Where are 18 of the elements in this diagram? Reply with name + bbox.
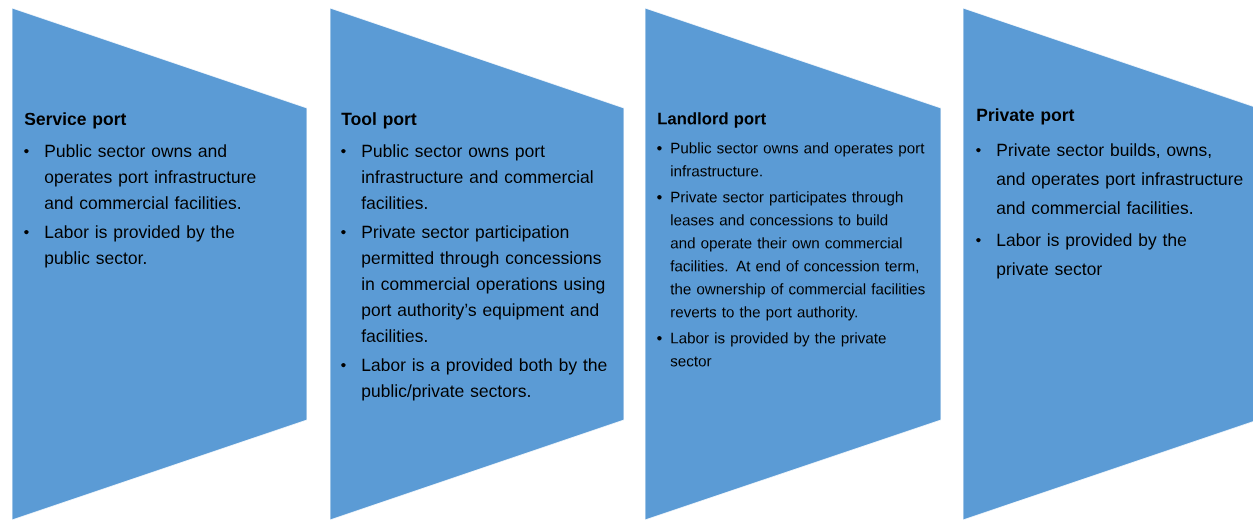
bullet-item: Labor is provided by the public sector. [24, 225, 235, 268]
heading: Private port [977, 108, 1075, 125]
bullet-item: Labor is a provided both by the public/private sectors. [341, 358, 607, 401]
heading: Service port [24, 112, 127, 129]
trapezoid-panel [329, 7, 625, 520]
heading: Tool port [341, 112, 417, 129]
trapezoid-panel [962, 7, 1253, 520]
bullet-item: Public sector owns and operates port infrastructure and commercial facilities. [24, 144, 256, 210]
heading: Landlord port [658, 112, 766, 128]
bullet-item: Private sector participates through leases and concessions to build and operate their own commercial facilities. At end of concession term, the ownership of commercial facilities reverts to the port authority. [657, 191, 925, 321]
bullet-item: Labor is provided by the private sector [976, 233, 1187, 279]
bullet-item: Labor is provided by the private sector [657, 332, 886, 367]
trapezoid-panel [644, 7, 942, 520]
bullet-item: Public sector owns port infrastructure and commercial facilities. [341, 144, 593, 210]
trapezoid-panel [11, 7, 308, 520]
bullet-item: Private sector builds, owns, and operates port infrastructure and commercial facilities. [976, 143, 1243, 215]
bullet-item: Private sector participation permitted through concessions in commercial operations using port authority’s equipment and facilities. [341, 225, 605, 343]
bullet-item: Public sector owns and operates port infrastructure. [657, 142, 925, 177]
